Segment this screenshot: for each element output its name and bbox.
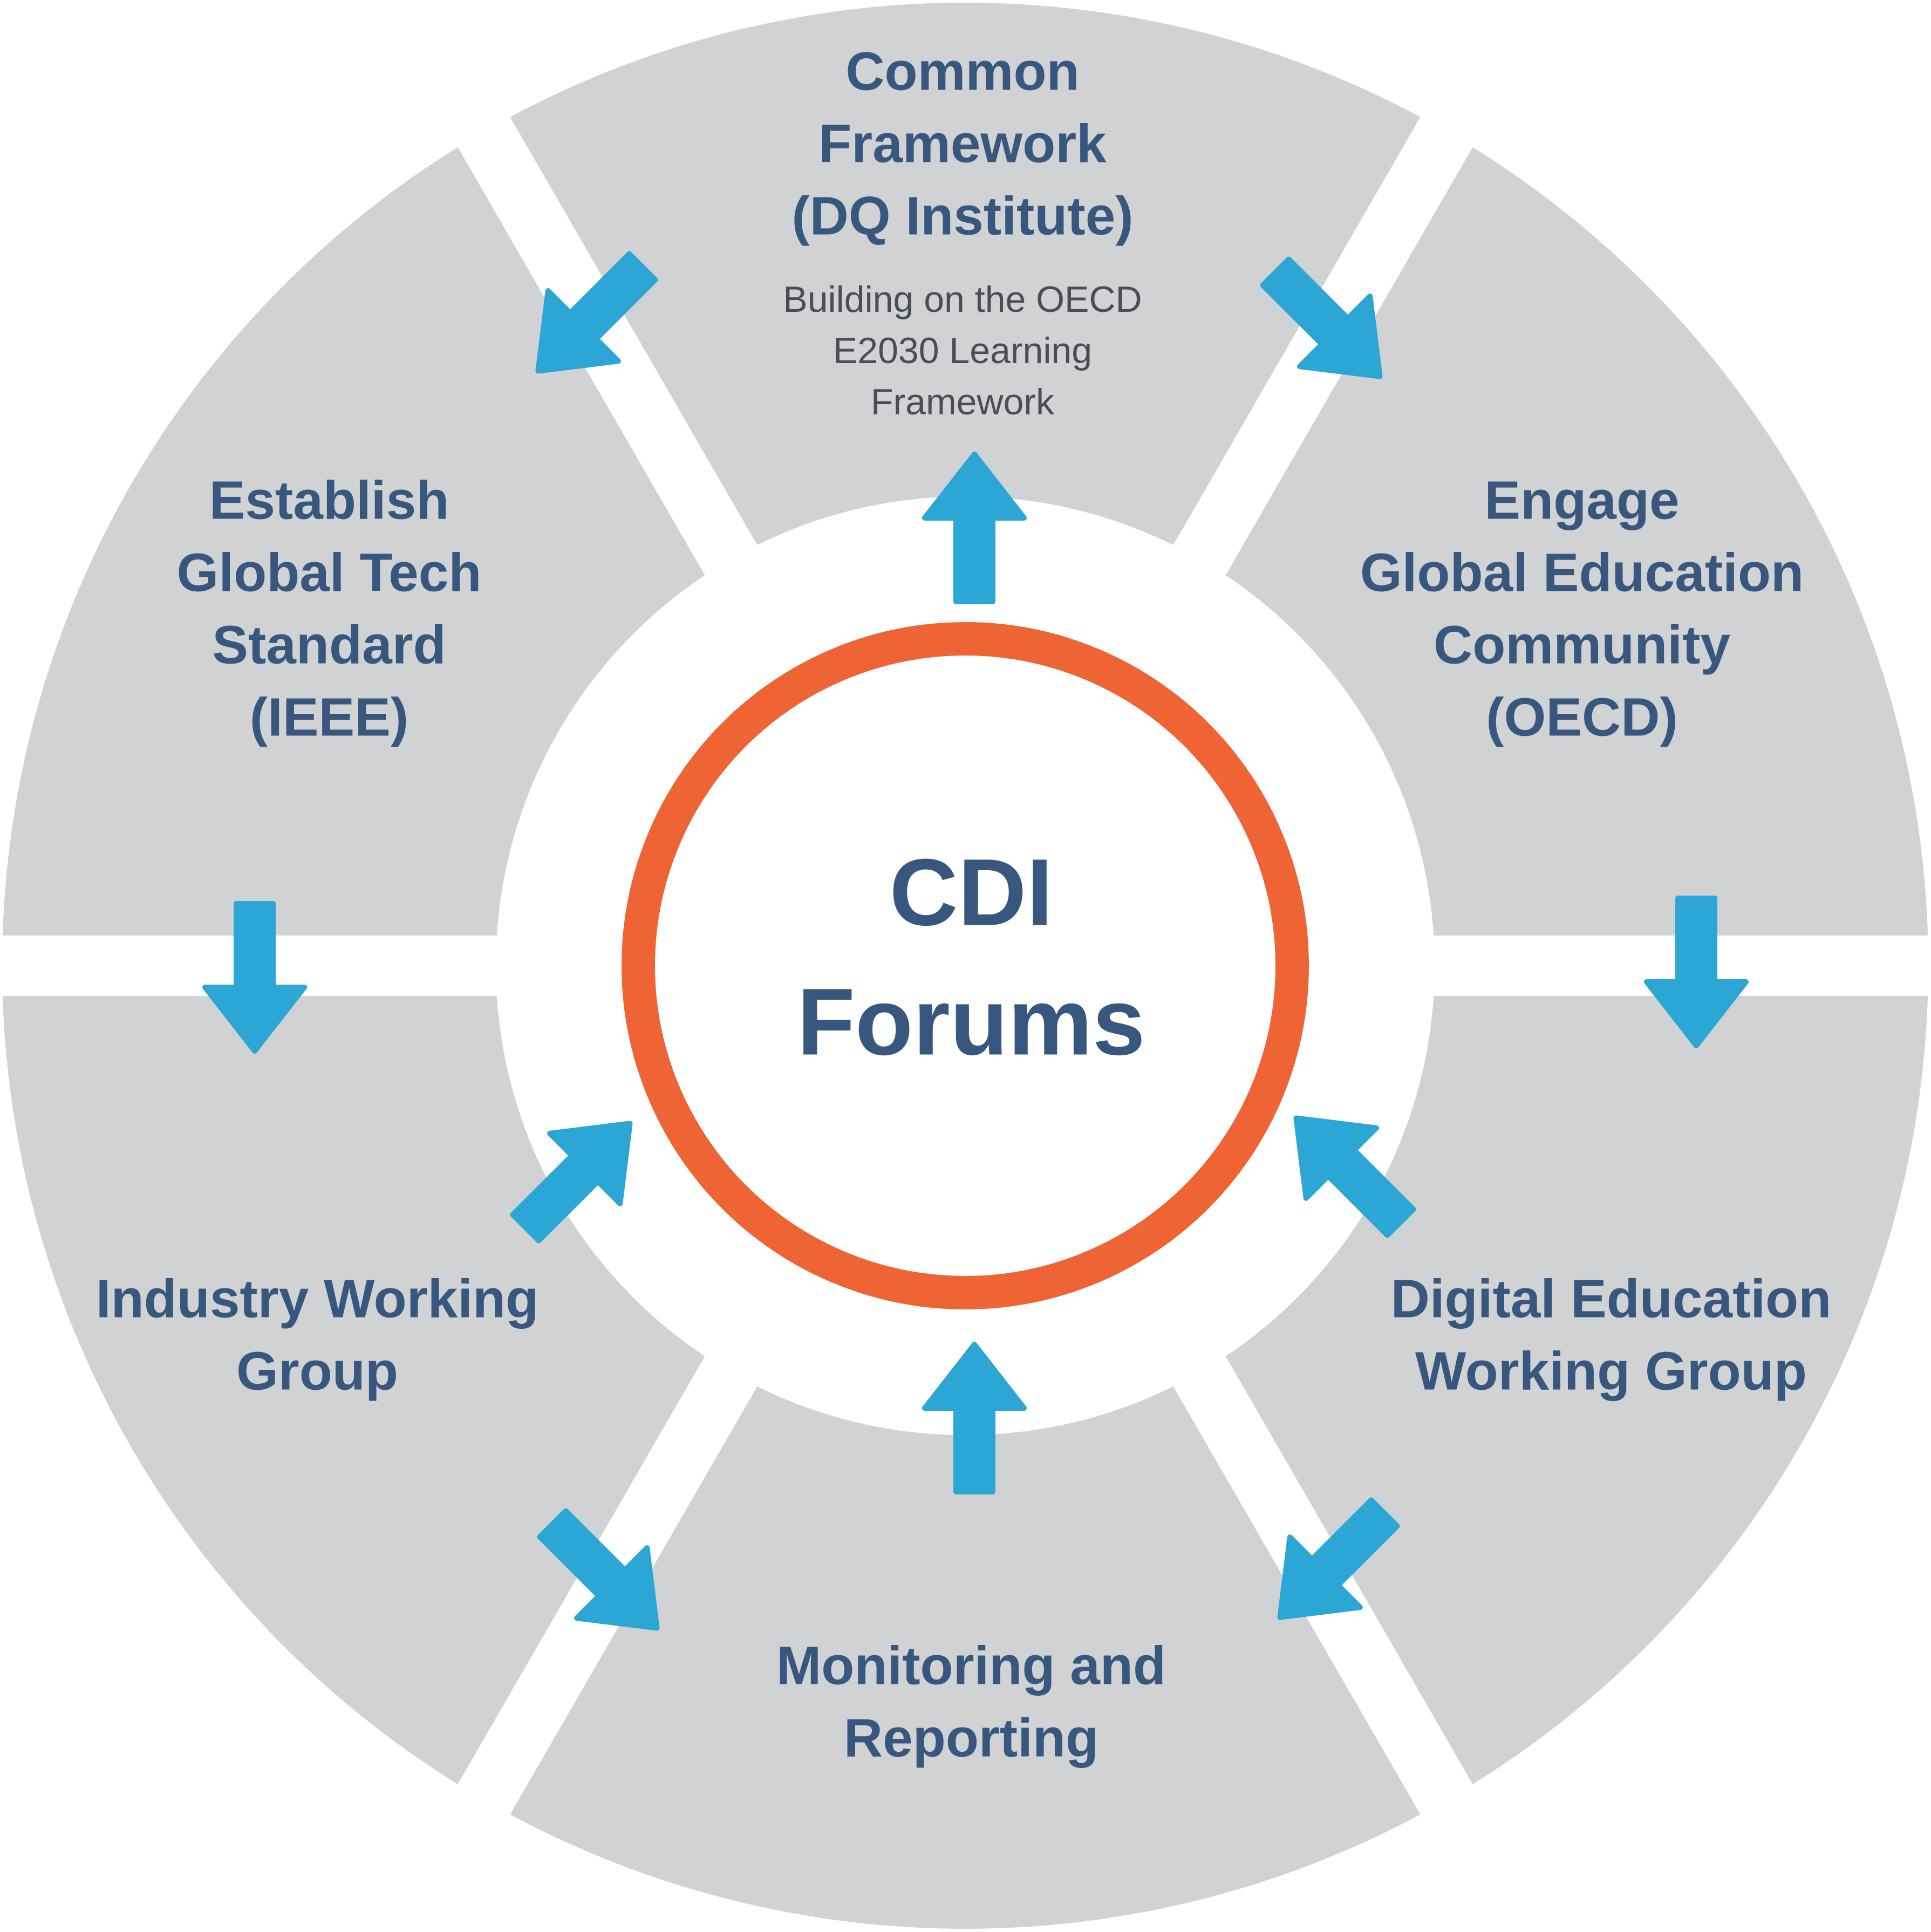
segment-top-label-line: Framework bbox=[818, 113, 1107, 174]
segment-upper-right-label-line: (OECD) bbox=[1486, 687, 1678, 747]
segment-lower-left-label-line: Industry Working bbox=[96, 1268, 538, 1329]
segment-bottom bbox=[510, 1386, 1421, 1929]
segment-lower-right bbox=[1225, 996, 1928, 1785]
segment-top bbox=[510, 2, 1421, 545]
segment-upper-right-label-line: Global Education bbox=[1360, 542, 1804, 603]
arrow-lower-left-to-bottom-icon bbox=[537, 1508, 660, 1631]
segment-top-label-line: Common bbox=[845, 41, 1079, 101]
segment-top-subtitle-line: Building on the OECD bbox=[783, 279, 1142, 320]
arrow-center-to-top-icon bbox=[922, 452, 1027, 604]
arrows-layer bbox=[202, 251, 1749, 1631]
segment-lower-left bbox=[2, 996, 705, 1785]
segment-upper-left bbox=[2, 147, 705, 936]
arrow-lower-right-to-bottom-icon bbox=[1277, 1497, 1400, 1620]
segment-bottom-label-line: Monitoring and bbox=[776, 1635, 1166, 1696]
segment-lower-right-label-line: Digital Education bbox=[1391, 1268, 1832, 1329]
segment-lower-right-label-line: Working Group bbox=[1415, 1341, 1807, 1401]
arrow-lower-left-to-center-icon bbox=[510, 1121, 633, 1244]
segment-top-label-line: (DQ Institute) bbox=[791, 186, 1133, 246]
arrow-bottom-to-center-icon bbox=[922, 1342, 1027, 1494]
arrow-top-to-upper-left-icon bbox=[535, 251, 658, 374]
segment-upper-right-label-line: Engage bbox=[1484, 470, 1679, 530]
segment-bottom-label-line: Reporting bbox=[844, 1708, 1098, 1768]
segment-top-subtitle-line: E2030 Learning bbox=[833, 330, 1092, 371]
arrow-upper-left-to-lower-left-icon bbox=[202, 901, 307, 1054]
arrow-upper-right-to-lower-right-icon bbox=[1644, 896, 1749, 1048]
segment-top-subtitle-line: Framework bbox=[871, 381, 1055, 422]
center-title-line1: CDI bbox=[889, 839, 1053, 945]
segment-upper-left-label-line: Establish bbox=[209, 470, 449, 530]
center-ring bbox=[622, 622, 1309, 1309]
segment-upper-left-label-line: Global Tech bbox=[177, 542, 482, 603]
arrow-top-to-upper-right-icon bbox=[1260, 256, 1383, 379]
center-title-line2: Forums bbox=[797, 969, 1145, 1075]
arrow-lower-right-to-center-icon bbox=[1293, 1115, 1416, 1238]
segment-upper-right bbox=[1225, 147, 1928, 936]
inner-layer bbox=[622, 622, 1309, 1309]
segment-upper-right-label-line: Community bbox=[1434, 615, 1730, 675]
segment-upper-left-label-line: (IEEE) bbox=[250, 687, 408, 747]
segment-lower-left-label-line: Group bbox=[236, 1341, 398, 1401]
segment-upper-left-label-line: Standard bbox=[212, 615, 446, 675]
